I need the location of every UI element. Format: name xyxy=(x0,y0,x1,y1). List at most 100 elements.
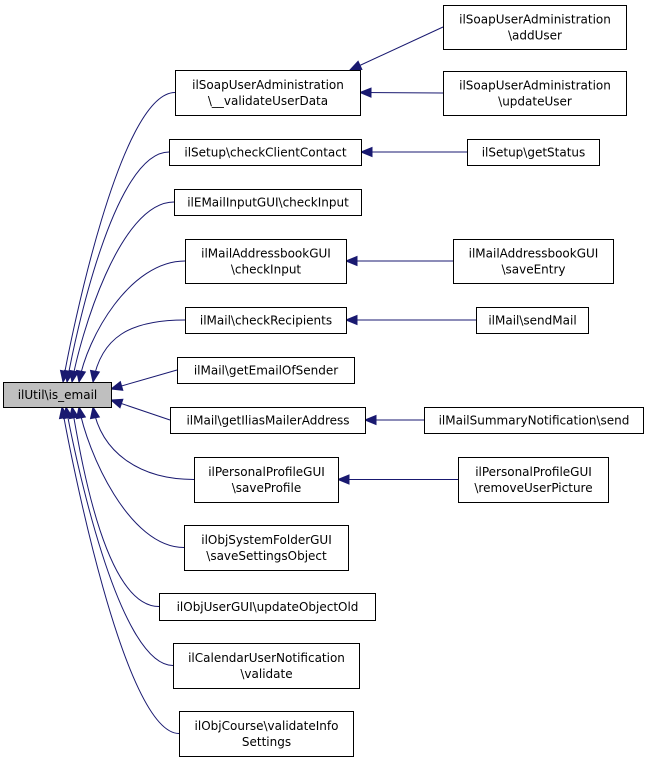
edge-email-input-check-to-root-line xyxy=(71,201,175,383)
node-email-input-check[interactable]: ilEMailInputGUI\checkInput xyxy=(174,189,362,216)
edge-get-ilias-mailer-address-to-root xyxy=(109,398,171,421)
edge-summary-send-to-get-ilias-mailer-address-arrowhead xyxy=(363,414,377,426)
edge-addressbook-check-to-root-line xyxy=(78,260,186,383)
node-label: ilCalendarUserNotification xyxy=(188,651,345,665)
node-label: ilSetup\checkClientContact xyxy=(184,146,346,160)
edge-check-recipients-to-root xyxy=(89,319,186,384)
node-box xyxy=(175,70,361,116)
node-update-user[interactable]: ilSoapUserAdministration \updateUser xyxy=(443,71,627,116)
node-box xyxy=(159,593,376,621)
node-box xyxy=(424,407,644,434)
node-calendar-validate[interactable]: ilCalendarUserNotification \validate xyxy=(173,643,360,689)
node-validate-user-data[interactable]: ilSoapUserAdministration \__validateUserD… xyxy=(175,70,361,116)
node-label: \__validateUserData xyxy=(208,94,328,108)
node-update-object-old[interactable]: ilObjUserGUI\updateObjectOld xyxy=(159,593,376,621)
node-box xyxy=(184,525,349,571)
edge-email-input-check-to-root-arrowhead xyxy=(68,369,80,384)
edge-save-profile-to-root-line xyxy=(92,406,195,480)
edge-save-settings-object-to-root-line xyxy=(78,406,185,548)
node-check-recipients[interactable]: ilMail\checkRecipients xyxy=(185,307,347,334)
node-label: \addUser xyxy=(508,29,562,43)
edge-update-user-to-validate-user-data-line xyxy=(359,92,444,94)
edge-add-user-to-validate-user-data-arrowhead xyxy=(348,60,363,71)
node-box xyxy=(185,307,347,334)
node-label: ilMail\getIliasMailerAddress xyxy=(186,414,349,428)
edge-remove-user-picture-to-save-profile-arrowhead xyxy=(336,474,350,485)
node-save-entry[interactable]: ilMailAddressbookGUI \saveEntry xyxy=(453,239,614,284)
node-root[interactable]: ilUtil\is_email xyxy=(3,382,112,408)
edge-update-object-old-to-root xyxy=(68,405,160,607)
node-label: ilSoapUserAdministration xyxy=(459,79,611,93)
node-check-client-contact[interactable]: ilSetup\checkClientContact xyxy=(169,139,362,166)
node-box xyxy=(467,139,600,166)
node-box xyxy=(174,189,362,216)
node-label: \saveEntry xyxy=(501,263,565,277)
edge-validate-info-settings-to-root-line xyxy=(61,406,180,734)
node-get-email-of-sender[interactable]: ilMail\getEmailOfSender xyxy=(177,357,355,384)
node-label: ilMailSummaryNotification\send xyxy=(439,414,630,428)
node-box xyxy=(194,457,339,503)
node-label: \removeUserPicture xyxy=(474,481,592,495)
node-box xyxy=(3,382,112,408)
edge-calendar-validate-to-root xyxy=(62,405,174,666)
node-label: ilMailAddressbookGUI xyxy=(201,247,331,261)
edge-layer xyxy=(58,26,476,734)
node-label: \validate xyxy=(240,667,292,681)
edge-validate-user-data-to-root-line xyxy=(62,92,176,383)
node-label: \checkInput xyxy=(231,263,302,277)
node-box xyxy=(443,71,627,116)
node-label: ilSoapUserAdministration xyxy=(192,78,344,92)
node-label: Settings xyxy=(242,735,291,749)
edge-save-settings-object-to-root xyxy=(75,405,185,548)
edge-send-mail-to-check-recipients-arrowhead xyxy=(344,314,358,326)
edge-get-email-of-sender-to-root-arrowhead xyxy=(109,380,124,391)
node-label: ilMail\sendMail xyxy=(488,314,576,328)
node-save-settings-object[interactable]: ilObjSystemFolderGUI\saveSettingsObject xyxy=(184,525,349,571)
edge-get-email-of-sender-to-root xyxy=(109,369,178,391)
edge-remove-user-picture-to-save-profile xyxy=(336,474,458,485)
node-label: ilObjUserGUI\updateObjectOld xyxy=(177,600,359,614)
edge-add-user-to-validate-user-data-line xyxy=(349,26,444,71)
node-addressbook-check[interactable]: ilMailAddressbookGUI \checkInput xyxy=(185,239,347,284)
node-box xyxy=(170,407,366,434)
node-remove-user-picture[interactable]: ilPersonalProfileGUI \removeUserPicture xyxy=(458,457,609,503)
edge-get-status-to-check-client-contact xyxy=(359,146,467,158)
node-label: ilMailAddressbookGUI xyxy=(469,247,599,261)
node-save-profile[interactable]: ilPersonalProfileGUI \saveProfile xyxy=(194,457,339,503)
node-label: ilSetup\getStatus xyxy=(482,146,586,160)
node-box xyxy=(476,307,589,334)
node-get-ilias-mailer-address[interactable]: ilMail\getIliasMailerAddress xyxy=(170,407,366,434)
edge-calendar-validate-to-root-line xyxy=(65,406,174,666)
node-label: ilPersonalProfileGUI xyxy=(475,465,592,479)
edge-add-user-to-validate-user-data xyxy=(348,26,444,71)
node-box xyxy=(169,139,362,166)
node-add-user[interactable]: ilSoapUserAdministration\addUser xyxy=(443,5,627,50)
node-get-status[interactable]: ilSetup\getStatus xyxy=(467,139,600,166)
edge-update-user-to-validate-user-data-arrowhead xyxy=(358,87,372,98)
edge-save-settings-object-to-root-arrowhead xyxy=(75,405,87,420)
edge-get-status-to-check-client-contact-arrowhead xyxy=(359,146,373,158)
node-send-mail[interactable]: ilMail\sendMail xyxy=(476,307,589,334)
edge-update-user-to-validate-user-data xyxy=(358,87,444,98)
node-label: \updateUser xyxy=(498,95,572,109)
edge-save-entry-to-addressbook-check xyxy=(344,255,453,267)
node-label: ilObjSystemFolderGUI xyxy=(201,533,332,547)
node-label: ilEMailInputGUI\checkInput xyxy=(187,196,349,210)
edge-summary-send-to-get-ilias-mailer-address xyxy=(363,414,424,426)
edge-update-object-old-to-root-line xyxy=(71,406,160,607)
edge-send-mail-to-check-recipients xyxy=(344,314,476,326)
node-label: \saveProfile xyxy=(232,481,301,495)
node-layer: ilUtil\is_emaililSoapUserAdministration\… xyxy=(3,5,644,757)
node-box xyxy=(443,5,627,50)
edge-addressbook-check-to-root xyxy=(75,260,186,384)
node-label: ilMail\getEmailOfSender xyxy=(194,364,338,378)
edge-get-ilias-mailer-address-to-root-arrowhead xyxy=(109,398,124,409)
edge-save-entry-to-addressbook-check-arrowhead xyxy=(344,255,358,267)
node-label: ilPersonalProfileGUI xyxy=(208,465,325,479)
edge-validate-user-data-to-root xyxy=(59,92,176,384)
node-summary-send[interactable]: ilMailSummaryNotification\send xyxy=(424,407,644,434)
edge-validate-info-settings-to-root-arrowhead xyxy=(58,405,70,420)
edge-save-profile-to-root xyxy=(89,405,195,480)
